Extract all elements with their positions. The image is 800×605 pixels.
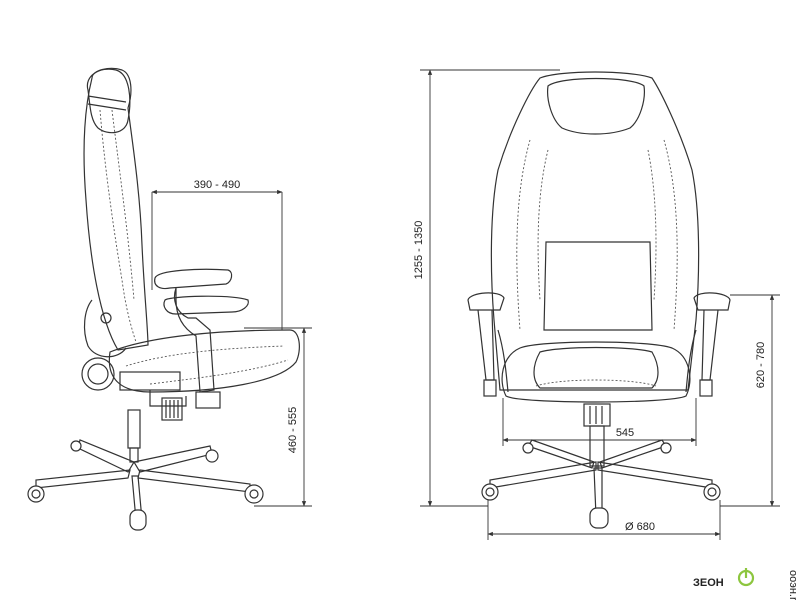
logo-side-text: ооэн.ru bbox=[787, 570, 799, 600]
dim-seat-depth bbox=[151, 189, 283, 330]
dim-total-height bbox=[420, 69, 560, 507]
dim-base-diameter bbox=[487, 500, 721, 540]
dim-armrest-height-label: 620 - 780 bbox=[755, 342, 767, 388]
dim-total-height-label: 1255 - 1350 bbox=[413, 221, 425, 280]
dim-seat-width-label: 545 bbox=[616, 427, 634, 439]
dim-base-diameter-label: Ø 680 bbox=[625, 521, 655, 533]
zeon-logo: ЗЕОН ооэн.ru bbox=[693, 568, 799, 605]
dim-seat-width bbox=[502, 398, 697, 446]
side-view-chair bbox=[27, 67, 300, 531]
dim-seat-height-label: 460 - 555 bbox=[287, 407, 299, 453]
front-view-chair bbox=[467, 71, 731, 529]
logo-brand: ЗЕОН bbox=[693, 577, 724, 589]
dim-seat-height bbox=[244, 327, 312, 507]
dim-seat-depth-label: 390 - 490 bbox=[194, 179, 240, 191]
dim-armrest-height bbox=[720, 294, 780, 507]
